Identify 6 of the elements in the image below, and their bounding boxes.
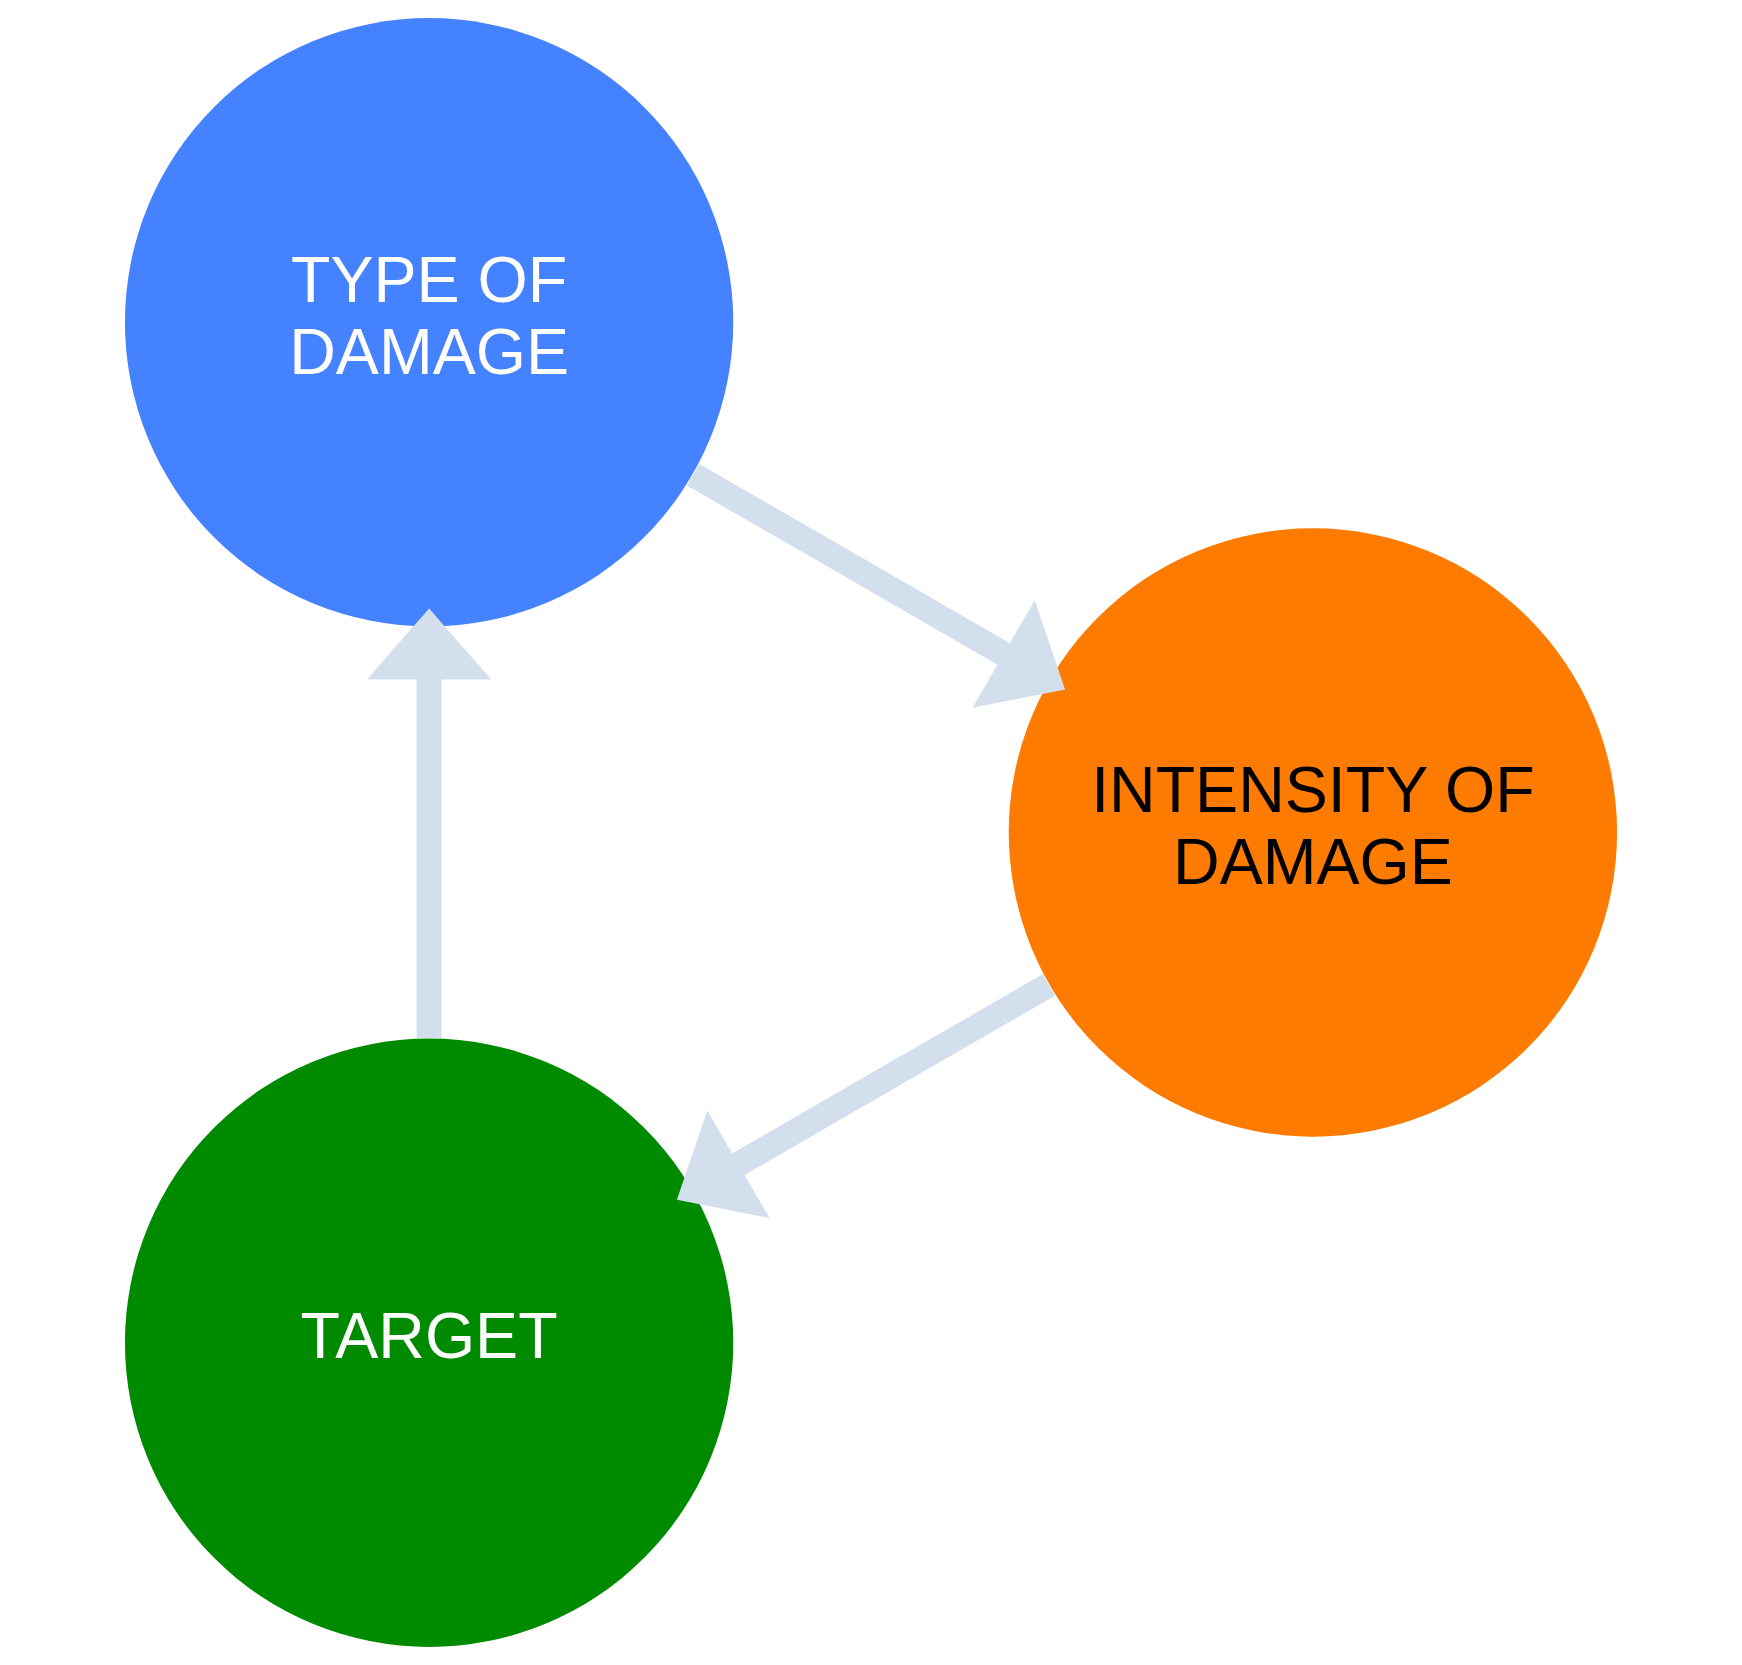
- node-circle: TARGET: [124, 1038, 734, 1647]
- arrow: [676, 974, 1056, 1218]
- arrow: [686, 463, 1066, 708]
- node-circle: INTENSITY OF DAMAGE: [1008, 528, 1618, 1137]
- arrow: [366, 608, 492, 1038]
- node-circle: TYPE OF DAMAGE: [124, 18, 734, 627]
